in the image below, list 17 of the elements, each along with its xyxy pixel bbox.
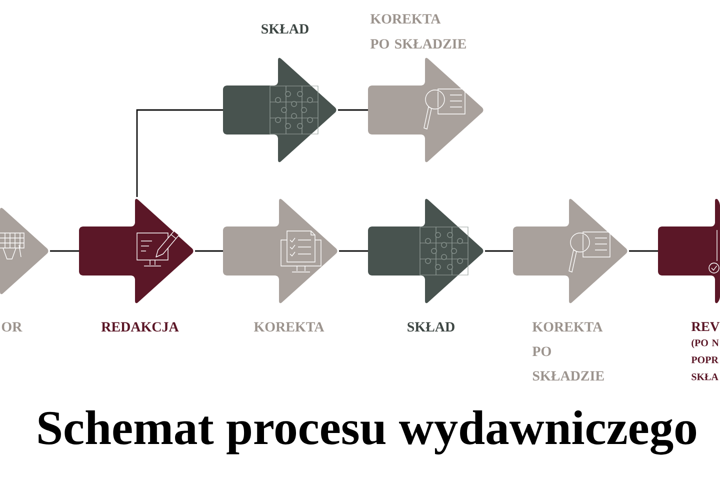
connector-line (50, 250, 79, 252)
title: Schemat procesu wydawniczego (38, 410, 696, 455)
step-label: KOREKTA (254, 322, 324, 332)
step-note: (PO N POPR SKŁA (691, 339, 719, 380)
step-label: REV (691, 322, 720, 332)
connector-line (195, 250, 223, 252)
connector-line (136, 109, 223, 197)
connector-line (485, 250, 513, 252)
step-label: SKŁAD (262, 24, 308, 34)
step-label: REDAKCJA (101, 322, 179, 332)
step-label: KOREKTA PO SKŁADZIE (370, 14, 466, 49)
step-label: SKŁAD (408, 322, 454, 332)
step-label: OR (2, 322, 22, 332)
connector-line (629, 250, 658, 252)
connector-line (339, 250, 368, 252)
connector-line (338, 109, 368, 111)
step-label: KOREKTA PO SKŁADZIE (532, 322, 604, 381)
